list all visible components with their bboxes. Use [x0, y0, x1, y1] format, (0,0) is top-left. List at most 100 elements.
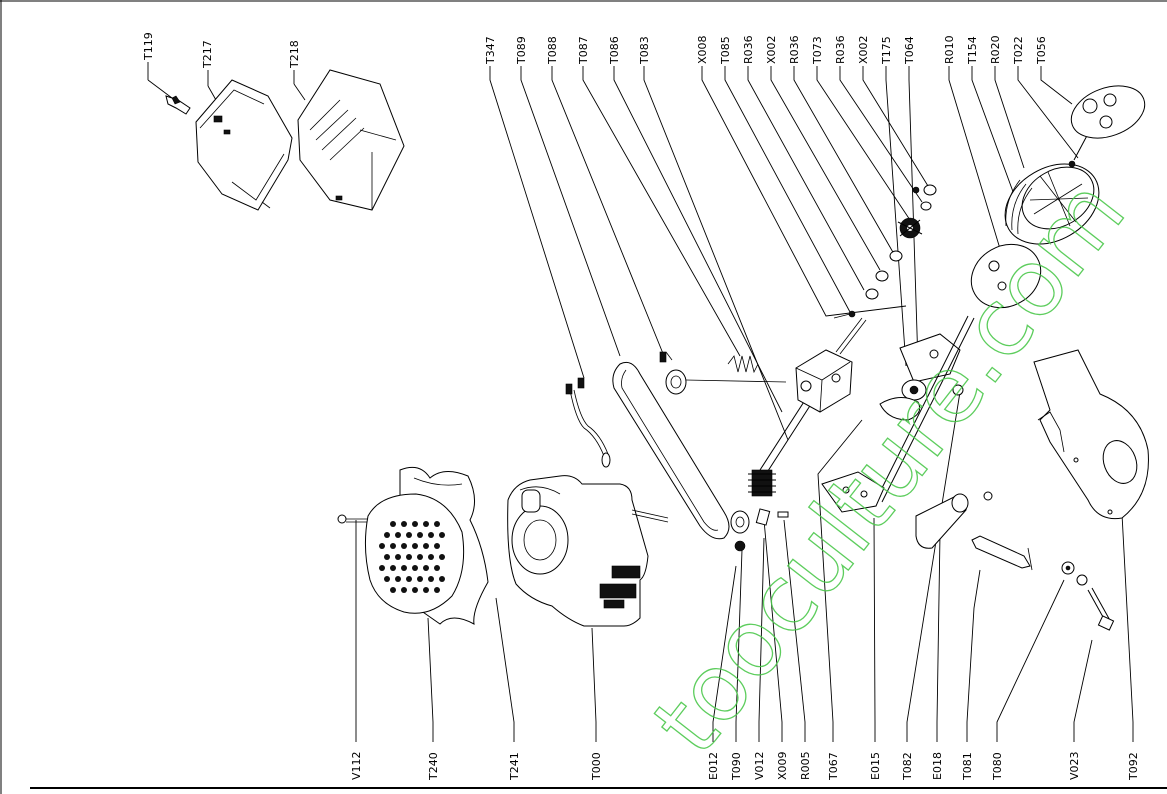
fan-cover-hole — [395, 532, 401, 538]
label-X002-b: X002 — [857, 35, 870, 64]
part-r010-plate — [970, 243, 1042, 309]
label-E015: E015 — [869, 752, 882, 780]
part-t154-wheel — [1004, 163, 1100, 245]
fan-cover-hole — [384, 554, 390, 560]
label-X009: X009 — [776, 751, 789, 780]
fan-cover-hole — [417, 576, 423, 582]
label-E012: E012 — [707, 752, 720, 780]
fan-cover-hole — [423, 521, 429, 527]
label-X008: X008 — [696, 35, 709, 64]
label-V112: V112 — [350, 751, 363, 780]
fan-cover-hole — [423, 587, 429, 593]
top-leaders — [489, 66, 1079, 441]
part-t056-cap — [1070, 85, 1146, 139]
fan-cover-hole — [428, 554, 434, 560]
fan-cover-hole — [434, 521, 440, 527]
part-t064-bracket — [879, 333, 961, 421]
label-R036-b: R036 — [788, 35, 801, 64]
fan-cover-hole — [412, 565, 418, 571]
label-T081: T081 — [961, 752, 974, 781]
corner-leaders — [147, 62, 306, 101]
label-T240: T240 — [427, 752, 440, 781]
fan-cover-hole — [401, 543, 407, 549]
label-T119: T119 — [142, 32, 155, 61]
label-R010: R010 — [943, 35, 956, 64]
part-t217-cover — [195, 79, 293, 211]
label-T073: T073 — [811, 36, 824, 65]
fan-cover-hole — [401, 587, 407, 593]
label-T082: T082 — [901, 752, 914, 781]
part-t092-guard — [1033, 349, 1149, 520]
label-T092: T092 — [1127, 752, 1140, 781]
label-R020: R020 — [989, 35, 1002, 64]
label-R005: R005 — [799, 751, 812, 780]
label-V012: V012 — [753, 751, 766, 780]
part-t218-housing — [297, 69, 405, 211]
bottom-leaders — [355, 391, 1134, 742]
label-T085: T085 — [719, 36, 732, 65]
part-washers — [865, 184, 937, 300]
part-t067-plate — [821, 471, 885, 513]
part-t119-clip — [165, 95, 191, 115]
corner-label-group: T119 T217 T218 — [142, 32, 301, 69]
label-R036-c: R036 — [834, 35, 847, 64]
label-E018: E018 — [931, 752, 944, 780]
fan-cover-hole — [395, 554, 401, 560]
fan-cover-hole — [417, 554, 423, 560]
label-T154: T154 — [966, 36, 979, 65]
part-small-fasteners — [730, 508, 789, 552]
fan-cover-hole — [428, 576, 434, 582]
fan-cover-holes — [379, 521, 445, 593]
part-t000-motor — [507, 475, 669, 627]
part-t087-spring — [727, 355, 759, 374]
fan-cover-hole — [406, 576, 412, 582]
label-X002-a: X002 — [765, 35, 778, 64]
roller-brush — [748, 469, 776, 497]
label-T083: T083 — [638, 36, 651, 65]
fan-cover-hole — [390, 521, 396, 527]
label-T241: T241 — [508, 752, 521, 781]
label-T064: T064 — [903, 36, 916, 65]
label-T056: T056 — [1035, 36, 1048, 65]
fan-cover-hole — [412, 543, 418, 549]
label-T067: T067 — [827, 752, 840, 781]
part-t080-nuts — [983, 491, 1088, 586]
label-T088: T088 — [546, 36, 559, 65]
fan-cover-hole — [439, 576, 445, 582]
fan-cover-hole — [379, 543, 385, 549]
part-t081-lever — [971, 535, 1033, 571]
label-T022: T022 — [1012, 36, 1025, 65]
fan-cover-hole — [423, 543, 429, 549]
label-R036-a: R036 — [742, 35, 755, 64]
label-T218: T218 — [288, 40, 301, 69]
label-T089: T089 — [515, 36, 528, 65]
fan-cover-hole — [434, 543, 440, 549]
part-v023-bolt — [1087, 587, 1115, 631]
fan-cover-hole — [434, 565, 440, 571]
fan-cover-hole — [412, 521, 418, 527]
fan-cover-hole — [379, 565, 385, 571]
fan-cover-hole — [406, 554, 412, 560]
fan-cover-hole — [395, 576, 401, 582]
fan-cover-hole — [406, 532, 412, 538]
label-T080: T080 — [991, 752, 1004, 781]
fan-cover-hole — [434, 587, 440, 593]
fan-cover-hole — [439, 554, 445, 560]
part-t073-gear — [897, 217, 923, 239]
label-V023: V023 — [1068, 751, 1081, 780]
label-T086: T086 — [608, 36, 621, 65]
part-x008-bolt — [833, 310, 856, 319]
fan-cover-hole — [384, 532, 390, 538]
part-t088-pulley — [659, 351, 787, 395]
fan-cover-hole — [417, 532, 423, 538]
fan-cover-hole — [390, 587, 396, 593]
fan-cover-hole — [423, 565, 429, 571]
label-T087: T087 — [577, 36, 590, 65]
fan-cover-hole — [390, 565, 396, 571]
fan-cover-hole — [412, 587, 418, 593]
fan-cover-hole — [384, 576, 390, 582]
bottom-label-group: V112 T240 T241 T000 E012 T090 V012 X009 … — [350, 751, 1140, 781]
top-label-group: T347 T089 T088 T087 T086 T083 X008 T085 … — [484, 35, 1048, 65]
label-T090: T090 — [730, 752, 743, 781]
fan-cover-hole — [401, 521, 407, 527]
